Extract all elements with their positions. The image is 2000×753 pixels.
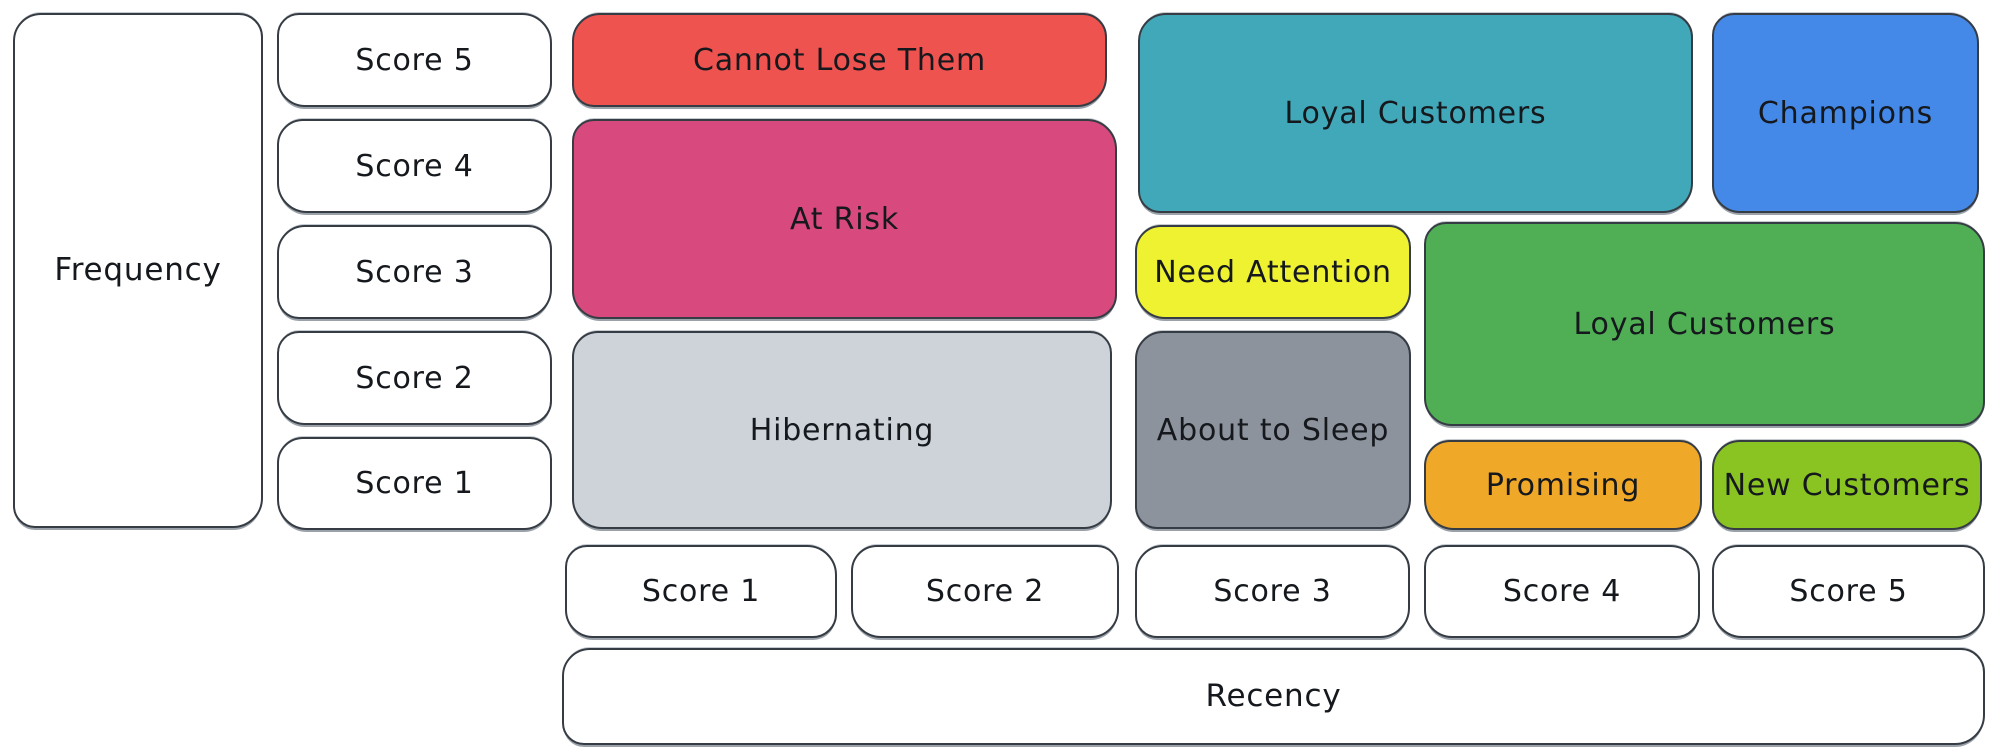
frequency-score-2-box: Score 2 [277, 331, 552, 425]
recency-score-4-box: Score 4 [1424, 545, 1700, 638]
recency-score-2-box: Score 2 [851, 545, 1119, 638]
frequency-score-3-label: Score 3 [355, 254, 474, 290]
segment-about-to-sleep: About to Sleep [1135, 331, 1411, 529]
segment-loyal-customers-upper-label: Loyal Customers [1284, 95, 1547, 131]
recency-score-3-label: Score 3 [1213, 574, 1332, 609]
segment-need-attention: Need Attention [1135, 225, 1411, 319]
frequency-score-3-box: Score 3 [277, 225, 552, 319]
recency-score-5-box: Score 5 [1712, 545, 1985, 638]
segment-loyal-customers-upper: Loyal Customers [1138, 13, 1693, 213]
segment-champions-label: Champions [1757, 95, 1934, 131]
segment-new-customers: New Customers [1712, 440, 1982, 530]
recency-axis-label-box: Recency [562, 648, 1985, 745]
recency-score-2-label: Score 2 [925, 574, 1045, 609]
frequency-score-2-label: Score 2 [355, 360, 474, 396]
segment-at-risk: At Risk [572, 119, 1117, 319]
recency-score-1-box: Score 1 [565, 545, 837, 638]
frequency-score-4-label: Score 4 [355, 148, 474, 184]
recency-score-4-label: Score 4 [1502, 574, 1622, 609]
segment-cannot-lose-them: Cannot Lose Them [572, 13, 1107, 107]
segment-hibernating-label: Hibernating [749, 412, 935, 448]
frequency-score-1-box: Score 1 [277, 437, 552, 530]
segment-promising-label: Promising [1485, 467, 1641, 503]
frequency-score-4-box: Score 4 [277, 119, 552, 213]
frequency-score-1-label: Score 1 [355, 466, 474, 501]
segment-about-to-sleep-label: About to Sleep [1156, 412, 1390, 448]
segment-hibernating: Hibernating [572, 331, 1112, 529]
frequency-score-5-label: Score 5 [355, 42, 474, 78]
frequency-axis-label: Frequency [54, 252, 222, 289]
frequency-score-5-box: Score 5 [277, 13, 552, 107]
recency-score-5-label: Score 5 [1789, 574, 1908, 609]
segment-new-customers-label: New Customers [1723, 467, 1971, 503]
recency-axis-label: Recency [1205, 678, 1342, 715]
recency-score-1-label: Score 1 [641, 574, 761, 609]
segment-at-risk-label: At Risk [789, 201, 900, 237]
segment-loyal-customers-lower: Loyal Customers [1424, 222, 1985, 426]
segment-loyal-customers-lower-label: Loyal Customers [1573, 306, 1836, 342]
segment-cannot-lose-them-label: Cannot Lose Them [693, 42, 986, 78]
segment-champions: Champions [1712, 13, 1979, 213]
frequency-axis-label-box: Frequency [13, 13, 263, 528]
segment-promising: Promising [1424, 440, 1702, 530]
recency-score-3-box: Score 3 [1135, 545, 1410, 638]
segment-need-attention-label: Need Attention [1154, 254, 1392, 290]
